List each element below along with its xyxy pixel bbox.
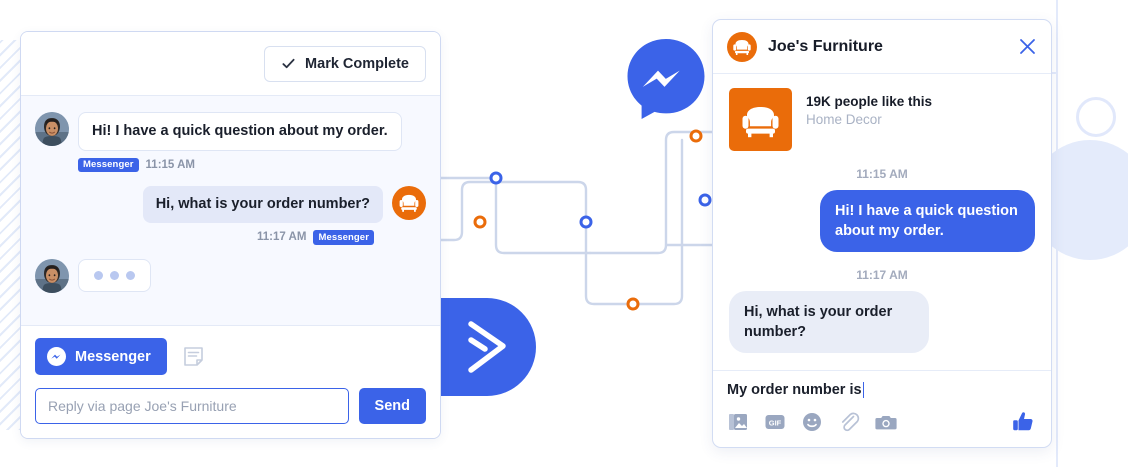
channel-selector-row: Messenger <box>35 338 426 375</box>
typing-dot <box>126 270 135 280</box>
conversation-card: Mark Complete <box>20 31 441 439</box>
page-info-text: 19K people like this Home Decor <box>806 88 932 127</box>
camera-icon[interactable] <box>875 411 897 433</box>
typing-indicator <box>78 258 151 292</box>
customer-avatar <box>35 258 69 293</box>
messenger-bubble-logo-icon <box>627 39 705 119</box>
customer-avatar <box>35 112 69 146</box>
circuit-node-orange <box>689 129 703 143</box>
emoji-icon[interactable] <box>801 411 823 433</box>
circle-outline-decoration <box>1076 97 1116 137</box>
send-button[interactable]: Send <box>358 388 426 424</box>
circuit-node-blue <box>698 193 712 207</box>
page-category: Home Decor <box>806 112 882 127</box>
widget-message-row-incoming: Hi, what is your order number? <box>729 291 1035 353</box>
attachment-icon[interactable] <box>838 411 860 433</box>
widget-message-bubble-incoming: Hi, what is your order number? <box>729 291 929 353</box>
circuit-connector-graphic <box>430 129 730 311</box>
thread-timestamp: 11:17 AM <box>856 268 908 282</box>
check-icon <box>282 58 295 69</box>
compose-tools-row: GIF <box>727 409 1037 435</box>
channel-chip-label: Messenger <box>75 348 151 365</box>
reply-row: Send <box>35 388 426 424</box>
message-meta-incoming: Messenger 11:15 AM <box>78 157 426 173</box>
photo-icon[interactable] <box>727 411 749 433</box>
circuit-node-blue <box>579 215 593 229</box>
activecampaign-logo-icon <box>438 298 536 396</box>
conversation-composer: Messenger Send <box>21 325 440 438</box>
channel-badge: Messenger <box>313 230 374 245</box>
close-icon[interactable] <box>1018 37 1037 56</box>
messenger-widget-title: Joe's Furniture <box>768 37 883 55</box>
message-bubble-incoming: Hi! I have a quick question about my ord… <box>78 112 402 151</box>
message-meta-outgoing: 11:17 AM Messenger <box>35 230 374 245</box>
armchair-icon <box>729 88 792 151</box>
svg-text:GIF: GIF <box>769 419 782 428</box>
message-bubble-outgoing: Hi, what is your order number? <box>142 186 383 224</box>
widget-message-bubble-outgoing: Hi! I have a quick question about my ord… <box>820 190 1035 252</box>
joes-furniture-chair-icon <box>392 186 426 221</box>
thumbs-up-icon[interactable] <box>1011 409 1037 435</box>
reply-input[interactable] <box>35 388 349 424</box>
message-row-incoming: Hi! I have a quick question about my ord… <box>35 112 426 151</box>
typing-dot <box>110 270 119 280</box>
message-timestamp: 11:15 AM <box>145 159 195 172</box>
compose-text-row[interactable]: My order number is <box>727 382 1037 398</box>
circuit-node-orange <box>626 297 640 311</box>
note-icon[interactable] <box>183 346 204 367</box>
conversation-card-header: Mark Complete <box>21 32 440 96</box>
compose-input-value: My order number is <box>727 382 862 398</box>
widget-message-row-outgoing: Hi! I have a quick question about my ord… <box>729 190 1035 252</box>
conversation-thread: Hi! I have a quick question about my ord… <box>21 96 440 325</box>
messenger-widget-header: Joe's Furniture <box>713 20 1051 74</box>
thread-timestamp: 11:15 AM <box>856 167 908 181</box>
text-caret <box>862 382 865 398</box>
mark-complete-button[interactable]: Mark Complete <box>264 45 426 82</box>
typing-dot <box>94 270 103 280</box>
message-row-outgoing: Hi, what is your order number? <box>35 186 426 224</box>
circuit-node-orange <box>473 215 487 229</box>
message-timestamp: 11:17 AM <box>257 231 307 244</box>
gif-icon[interactable]: GIF <box>764 411 786 433</box>
messenger-widget-composer[interactable]: My order number is GIF <box>713 370 1051 447</box>
channel-chip-messenger[interactable]: Messenger <box>35 338 167 375</box>
channel-badge: Messenger <box>78 157 139 173</box>
message-row-typing <box>35 258 426 293</box>
page-likes-count: 19K people like this <box>806 94 933 109</box>
messenger-widget-body: 19K people like this Home Decor 11:15 AM… <box>713 74 1051 370</box>
armchair-icon <box>727 31 757 62</box>
messenger-icon <box>47 347 66 366</box>
messenger-widget: Joe's Furniture 19K p <box>712 19 1052 448</box>
circuit-node-blue <box>489 171 503 185</box>
mark-complete-label: Mark Complete <box>305 55 409 72</box>
page-info-card: 19K people like this Home Decor <box>729 88 1035 151</box>
